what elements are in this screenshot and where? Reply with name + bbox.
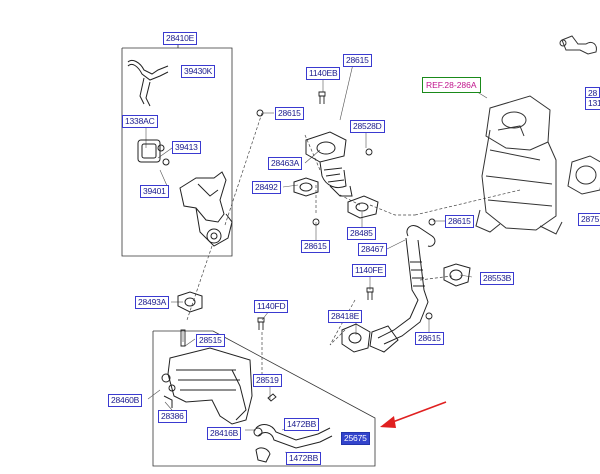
part-label-28463a[interactable]: 28463A — [268, 157, 303, 170]
part-label-1140fd[interactable]: 1140FD — [254, 300, 289, 313]
gaskets — [177, 177, 471, 353]
part-label-28528d[interactable]: 28528D — [350, 120, 385, 133]
reference-label[interactable]: REF.28-286A — [422, 77, 481, 93]
part-label-1472bb-a[interactable]: 1472BB — [284, 418, 320, 431]
part-label-28493a[interactable]: 28493A — [135, 296, 170, 309]
part-label-28410e[interactable]: 28410E — [163, 32, 198, 45]
part-label-28615-d[interactable]: 28615 — [445, 215, 474, 228]
part-label-1338ac[interactable]: 1338AC — [122, 115, 158, 128]
part-label-28485[interactable]: 28485 — [347, 227, 376, 240]
part-label-1140eb[interactable]: 1140EB — [306, 67, 341, 80]
egr-valve — [137, 139, 233, 247]
lower-assembly-box — [152, 330, 376, 467]
part-label-28553b[interactable]: 28553B — [480, 272, 515, 285]
catalytic-converter — [475, 95, 563, 235]
egr-cooler — [161, 347, 253, 425]
egr-hose — [127, 59, 169, 107]
leader-lines — [145, 63, 488, 458]
part-label-2875-partial[interactable]: 2875 — [578, 213, 600, 226]
part-label-28416b[interactable]: 28416B — [207, 427, 242, 440]
dashed-connections — [186, 112, 521, 380]
part-label-39430k[interactable]: 39430K — [181, 65, 216, 78]
part-label-28460b[interactable]: 28460B — [108, 394, 143, 407]
part-label-39413[interactable]: 39413 — [172, 141, 201, 154]
part-label-25675[interactable]: 25675 — [341, 432, 370, 445]
part-label-28386[interactable]: 28386 — [158, 410, 187, 423]
egr-pipe-long — [369, 225, 436, 353]
coolant-hose — [253, 424, 333, 463]
o2-sensor-icon — [559, 35, 597, 55]
bolts — [180, 91, 436, 402]
part-label-39401[interactable]: 39401 — [140, 185, 169, 198]
part-label-28519[interactable]: 28519 — [253, 374, 282, 387]
part-label-1140fe[interactable]: 1140FE — [352, 264, 386, 277]
right-gasket — [567, 155, 600, 195]
egr-pipe-upper — [305, 131, 353, 197]
part-label-1472bb-b[interactable]: 1472BB — [286, 452, 322, 465]
highlight-arrow — [380, 401, 447, 428]
part-label-28492[interactable]: 28492 — [252, 181, 281, 194]
part-label-28615-b[interactable]: 28615 — [343, 54, 372, 67]
part-label-28615-a[interactable]: 28615 — [275, 107, 304, 120]
part-label-28615-e[interactable]: 28615 — [415, 332, 444, 345]
part-label-28467[interactable]: 28467 — [358, 243, 387, 256]
part-label-28615-c[interactable]: 28615 — [301, 240, 330, 253]
part-label-28515[interactable]: 28515 — [196, 334, 225, 347]
part-label-131-partial[interactable]: 131 — [585, 97, 600, 110]
part-label-28418e[interactable]: 28418E — [328, 310, 363, 323]
